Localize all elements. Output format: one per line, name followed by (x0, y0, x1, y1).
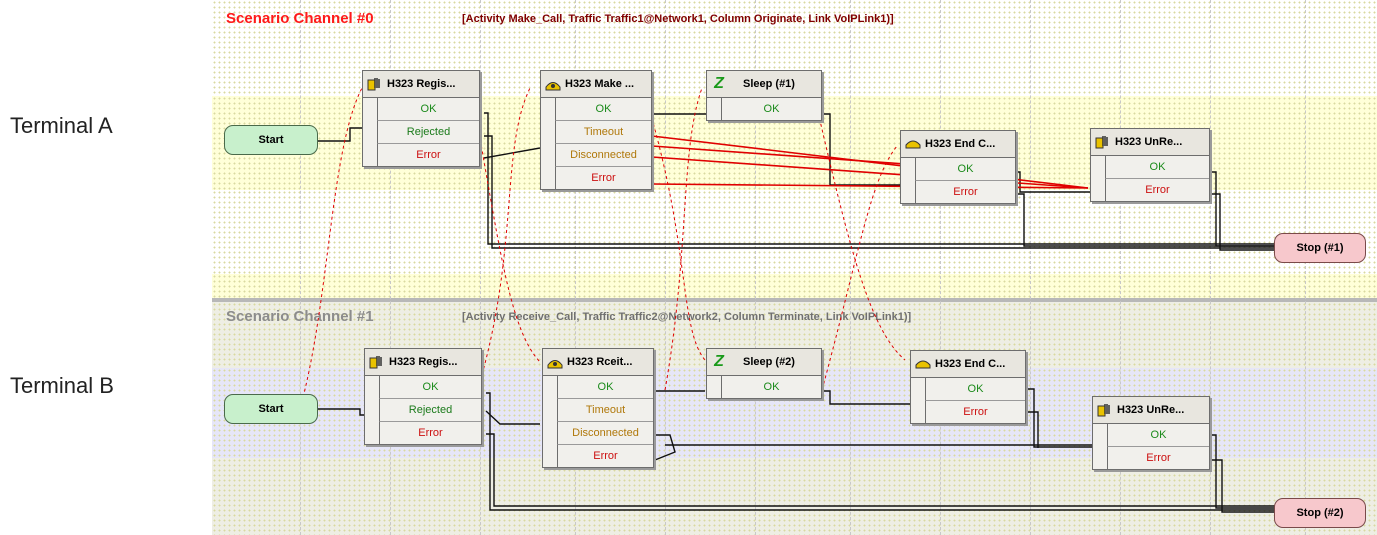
node-title: H323 End C... (925, 138, 996, 150)
outcome-timeout[interactable]: Timeout (555, 121, 651, 144)
phone-hangup-icon (903, 134, 923, 154)
channel1-h323-end-call-node[interactable]: H323 End C... OK Error (910, 350, 1026, 424)
outcome-ok[interactable]: OK (555, 98, 651, 121)
channel0-h323-end-call-node[interactable]: H323 End C... OK Error (900, 130, 1016, 204)
outcome-rejected[interactable]: Rejected (377, 121, 479, 144)
channel0-title: Scenario Channel #0 (226, 10, 374, 27)
channel1-meta: [Activity Receive_Call, Traffic Traffic2… (462, 311, 912, 323)
channel1-h323-register-node[interactable]: H323 Regis... OK Rejected Error (364, 348, 482, 445)
outcome-ok[interactable]: OK (1107, 424, 1209, 447)
outcome-ok[interactable]: OK (379, 376, 481, 399)
node-title: Sleep (#2) (743, 356, 795, 368)
outcome-error[interactable]: Error (925, 401, 1025, 423)
node-title: H323 UnRe... (1115, 136, 1183, 148)
node-title: H323 Make ... (565, 78, 635, 90)
outcome-error[interactable]: Error (1105, 179, 1209, 201)
outcome-error[interactable]: Error (377, 144, 479, 166)
unregister-icon (1093, 132, 1113, 152)
channel1-lane-lower (212, 458, 1377, 535)
channel0-stop-node[interactable]: Stop (#1) (1274, 233, 1366, 263)
outcome-disconnected[interactable]: Disconnected (557, 422, 653, 445)
outcome-error[interactable]: Error (915, 181, 1015, 203)
channel0-meta: [Activity Make_Call, Traffic Traffic1@Ne… (462, 13, 894, 25)
outcome-ok[interactable]: OK (721, 98, 821, 120)
outcome-error[interactable]: Error (557, 445, 653, 467)
node-title: Sleep (#1) (743, 78, 795, 90)
terminal-b-label: Terminal B (10, 373, 114, 398)
channel1-title: Scenario Channel #1 (226, 308, 374, 325)
outcome-error[interactable]: Error (555, 167, 651, 189)
outcome-ok[interactable]: OK (915, 158, 1015, 181)
channel0-sleep-node[interactable]: Z Sleep (#1) OK (706, 70, 822, 121)
outcome-ok[interactable]: OK (1105, 156, 1209, 179)
channel0-h323-unregister-node[interactable]: H323 UnRe... OK Error (1090, 128, 1210, 202)
register-icon (367, 352, 387, 372)
outcome-error[interactable]: Error (1107, 447, 1209, 469)
register-icon (365, 74, 385, 94)
channel0-footer-band (212, 274, 1377, 298)
sleep-icon: Z (714, 75, 724, 92)
channel0-lane-lower (212, 190, 1377, 274)
channel1-h323-unregister-node[interactable]: H323 UnRe... OK Error (1092, 396, 1210, 470)
node-title: H323 Regis... (389, 356, 458, 368)
node-title: H323 Rceit... (567, 356, 633, 368)
channel0-h323-register-node[interactable]: H323 Regis... OK Rejected Error (362, 70, 480, 167)
channel1-start-node[interactable]: Start (224, 394, 318, 424)
channel0-h323-make-call-node[interactable]: H323 Make ... OK Timeout Disconnected Er… (540, 70, 652, 190)
outcome-ok[interactable]: OK (925, 378, 1025, 401)
sleep-icon: Z (714, 353, 724, 370)
channel-separator (212, 298, 1377, 302)
outcome-error[interactable]: Error (379, 422, 481, 444)
outcome-rejected[interactable]: Rejected (379, 399, 481, 422)
phone-dial-icon (543, 74, 563, 94)
outcome-ok[interactable]: OK (557, 376, 653, 399)
unregister-icon (1095, 400, 1115, 420)
channel0-start-node[interactable]: Start (224, 125, 318, 155)
phone-receive-icon (545, 352, 565, 372)
outcome-ok[interactable]: OK (377, 98, 479, 121)
outcome-disconnected[interactable]: Disconnected (555, 144, 651, 167)
node-title: H323 Regis... (387, 78, 456, 90)
terminal-a-label: Terminal A (10, 113, 113, 138)
outcome-ok[interactable]: OK (721, 376, 821, 398)
outcome-timeout[interactable]: Timeout (557, 399, 653, 422)
phone-hangup-icon (913, 354, 933, 374)
channel1-h323-receive-call-node[interactable]: H323 Rceit... OK Timeout Disconnected Er… (542, 348, 654, 468)
node-title: H323 End C... (935, 358, 1006, 370)
channel1-sleep-node[interactable]: Z Sleep (#2) OK (706, 348, 822, 399)
channel1-stop-node[interactable]: Stop (#2) (1274, 498, 1366, 528)
node-title: H323 UnRe... (1117, 404, 1185, 416)
